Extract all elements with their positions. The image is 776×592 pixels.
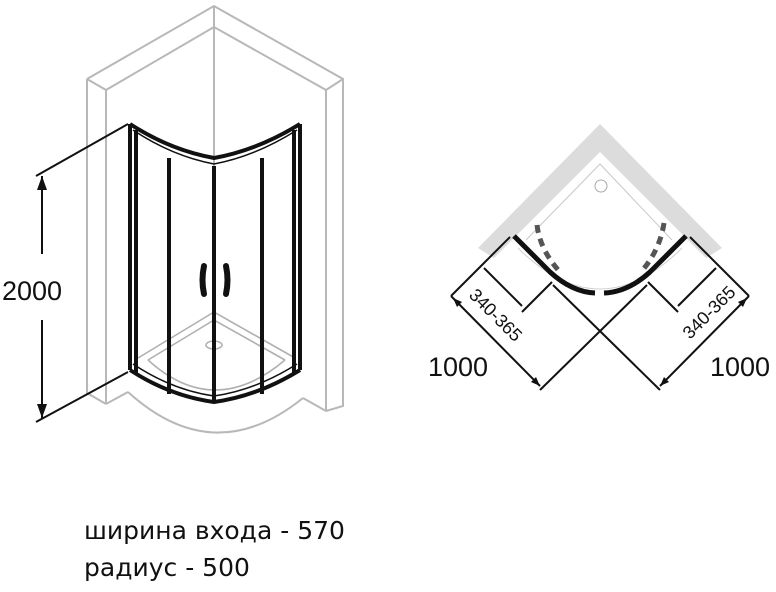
height-label: 2000 — [2, 276, 62, 306]
entry-width-caption: ширина входа - 570 — [84, 516, 345, 545]
plan-dimensions — [450, 236, 750, 391]
isometric-view — [35, 4, 344, 434]
door-swing-right — [639, 222, 667, 274]
drain-icon — [594, 179, 608, 193]
door-swing-left — [534, 224, 562, 274]
left-entry-label: 340-365 — [465, 285, 526, 346]
door-handles — [199, 263, 231, 297]
glass-panel-left — [512, 234, 596, 296]
wall-outline — [86, 4, 344, 434]
right-handle-icon — [223, 263, 231, 297]
plan-view: 340-365 340-365 — [450, 124, 750, 391]
radius-caption: радиус - 500 — [84, 553, 250, 582]
right-width-label: 1000 — [710, 352, 770, 382]
height-dimension — [35, 123, 129, 423]
left-handle-icon — [199, 263, 207, 297]
left-width-label: 1000 — [428, 352, 488, 382]
right-entry-label: 340-365 — [679, 282, 740, 343]
enclosure-frame — [128, 122, 302, 405]
glass-panel-right — [603, 234, 688, 296]
